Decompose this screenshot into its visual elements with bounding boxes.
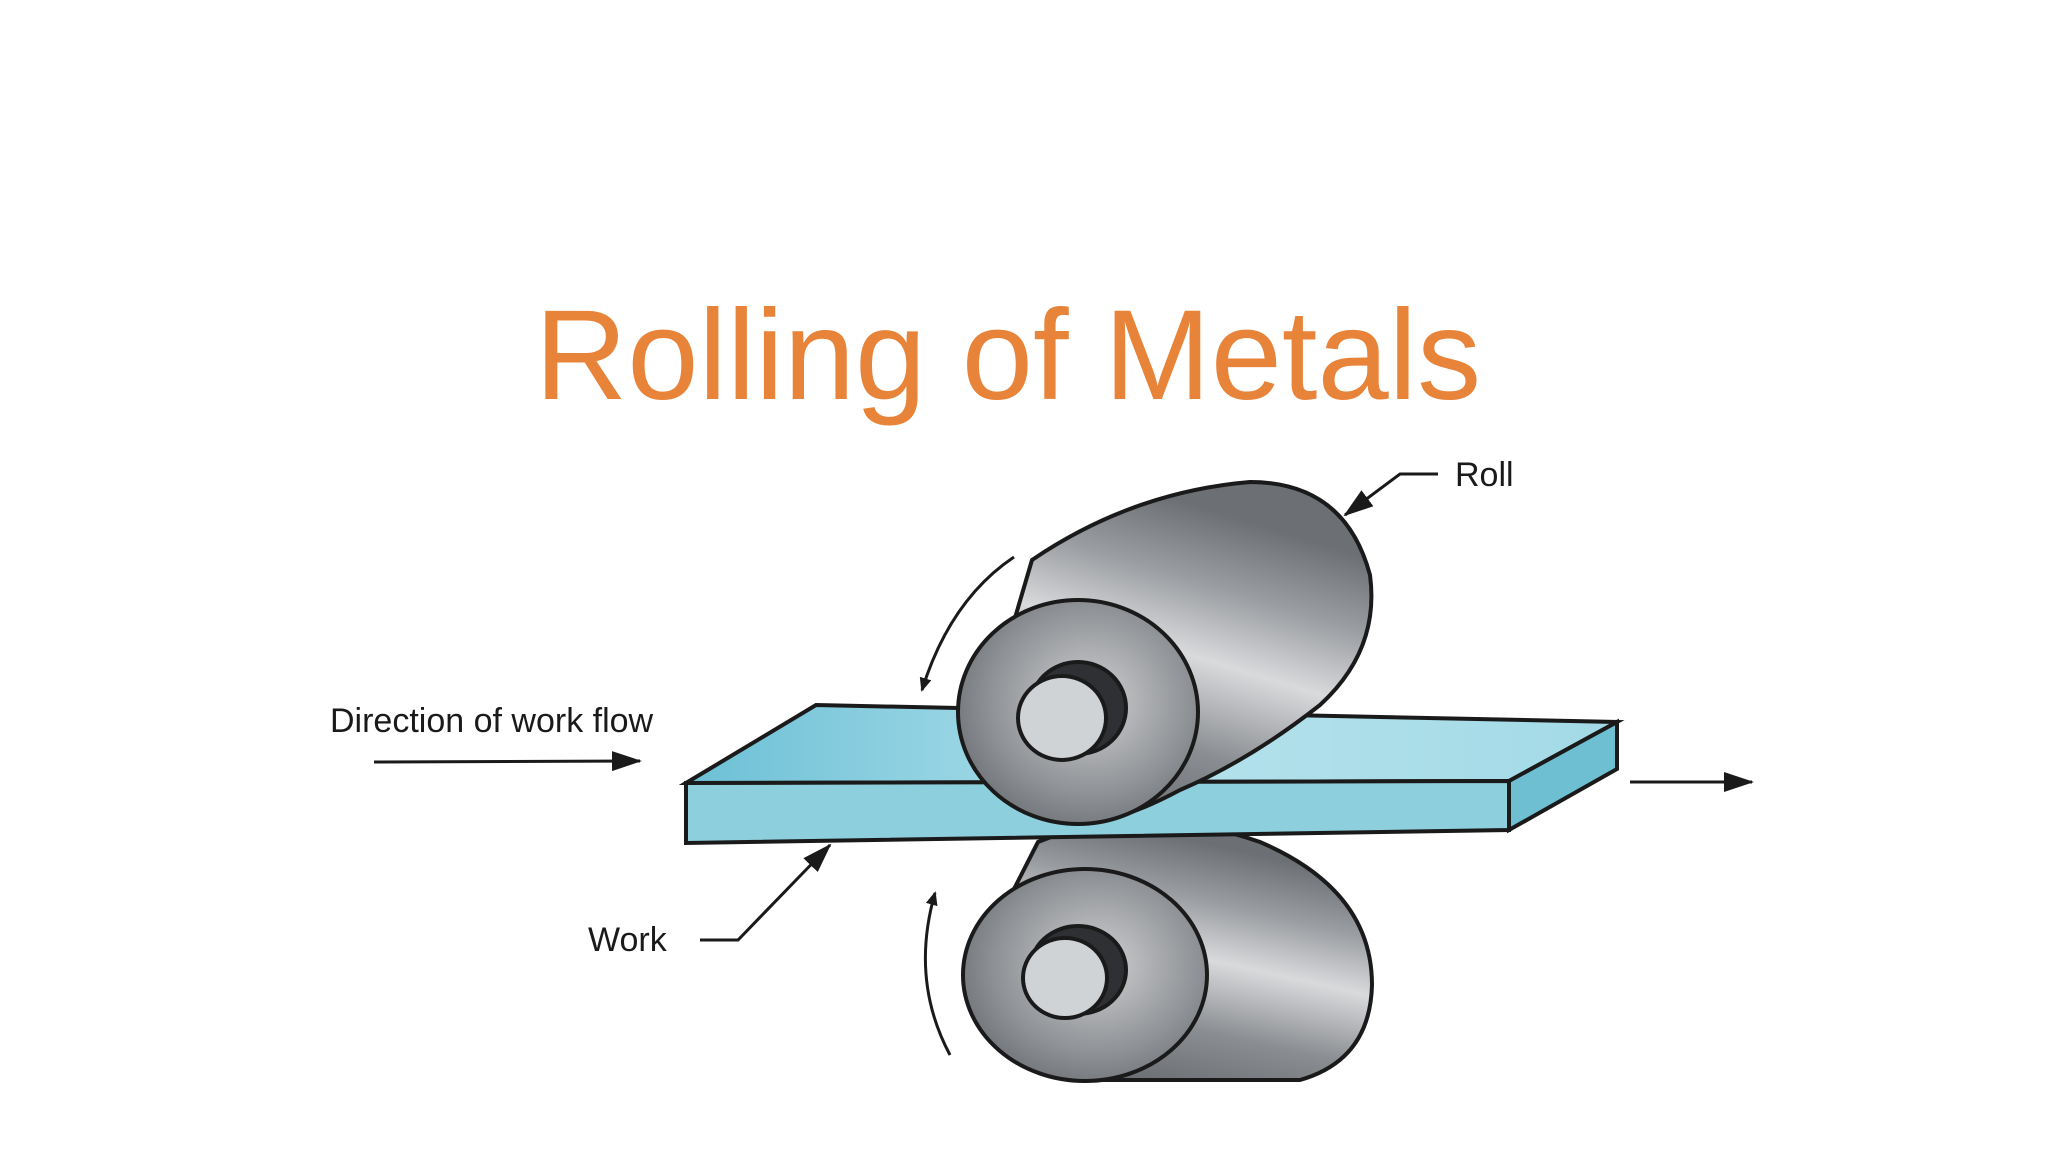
work-leader-line [700, 843, 832, 942]
roll-label: Roll [1455, 456, 1514, 494]
direction-label: Direction of work flow [330, 702, 654, 740]
incoming-flow-arrow [373, 751, 642, 772]
slide-title: Rolling of Metals [534, 283, 1482, 427]
roll-leader-line [1343, 472, 1438, 517]
upper-roll [956, 479, 1374, 826]
lower-roll [961, 819, 1375, 1083]
lower-roll-rotation-arrow [923, 891, 952, 1056]
upper-roll-rotation-arrow [919, 555, 1015, 692]
work-label: Work [588, 921, 668, 959]
